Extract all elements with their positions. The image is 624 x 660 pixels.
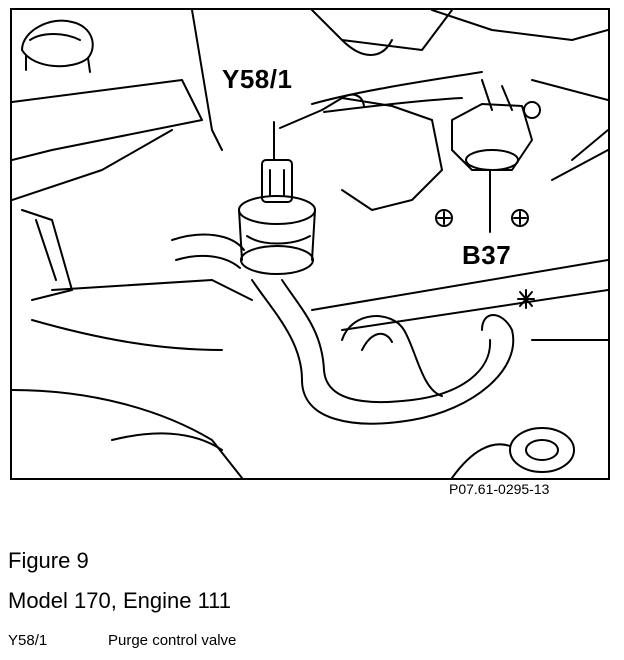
figure-title: Figure 9 <box>8 548 89 573</box>
figure-reference-code: P07.61-0295-13 <box>449 481 550 497</box>
legend-item-description: Purge control valve <box>108 632 237 649</box>
legend-item: Y58/1 Purge control valve <box>8 632 236 649</box>
callout-label-y58: Y58/1 <box>222 64 293 94</box>
legend: Y58/1 Purge control valve <box>8 632 236 649</box>
legend-item-code: Y58/1 <box>8 632 48 649</box>
engine-illustration: Y58/1 B37 <box>10 8 610 480</box>
figure-subtitle: Model 170, Engine 111 <box>8 588 232 613</box>
engine-bay-line-drawing <box>12 10 608 478</box>
callout-label-b37: B37 <box>462 240 512 270</box>
